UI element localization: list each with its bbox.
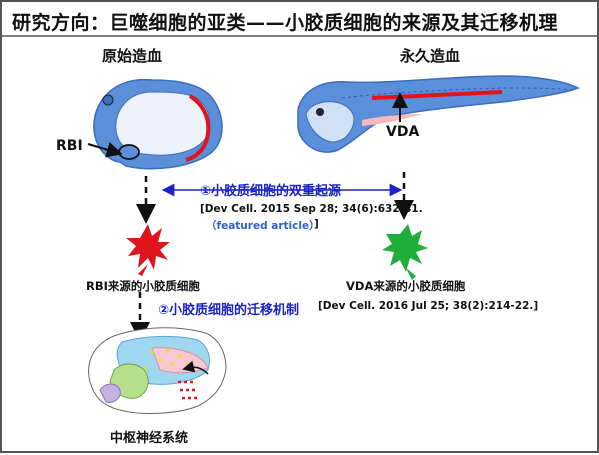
early-embryo-illustration — [87, 78, 223, 170]
vda-label: VDA — [386, 124, 420, 140]
rbi-pointer-arrow — [87, 142, 123, 158]
larva-illustration — [297, 75, 580, 153]
right-heading: 永久造血 — [400, 47, 461, 65]
page-title: 研究方向：巨噬细胞的亚类——小胶质细胞的来源及其迁移机理 — [12, 12, 559, 34]
cns-label: 中枢神经系统 — [110, 431, 189, 446]
vda-microglia-label: VDA来源的小胶质细胞 — [346, 279, 466, 293]
left-heading: 原始造血 — [102, 47, 163, 65]
finding-1-citation-note: （featured article） — [206, 220, 320, 232]
rbi-region-outline — [118, 144, 140, 160]
finding-1-text: ①小胶质细胞的双重起源 — [200, 184, 342, 199]
finding-2-citation: [Dev Cell. 2016 Jul 25; 38(2):214-22.] — [318, 300, 539, 312]
cns-brain-illustration — [88, 327, 227, 414]
finding-1-citation-close: ] — [314, 218, 319, 230]
vda-microglia-cell — [382, 224, 428, 280]
rbi-microglia-label: RBI来源的小胶质细胞 — [86, 279, 200, 293]
finding-1-citation: [Dev Cell. 2015 Sep 28; 34(6):632-41. — [200, 203, 423, 215]
rbi-microglia-cell — [126, 224, 170, 276]
rbi-label: RBI — [56, 138, 83, 154]
finding-2-text: ②小胶质细胞的迁移机制 — [158, 303, 300, 318]
